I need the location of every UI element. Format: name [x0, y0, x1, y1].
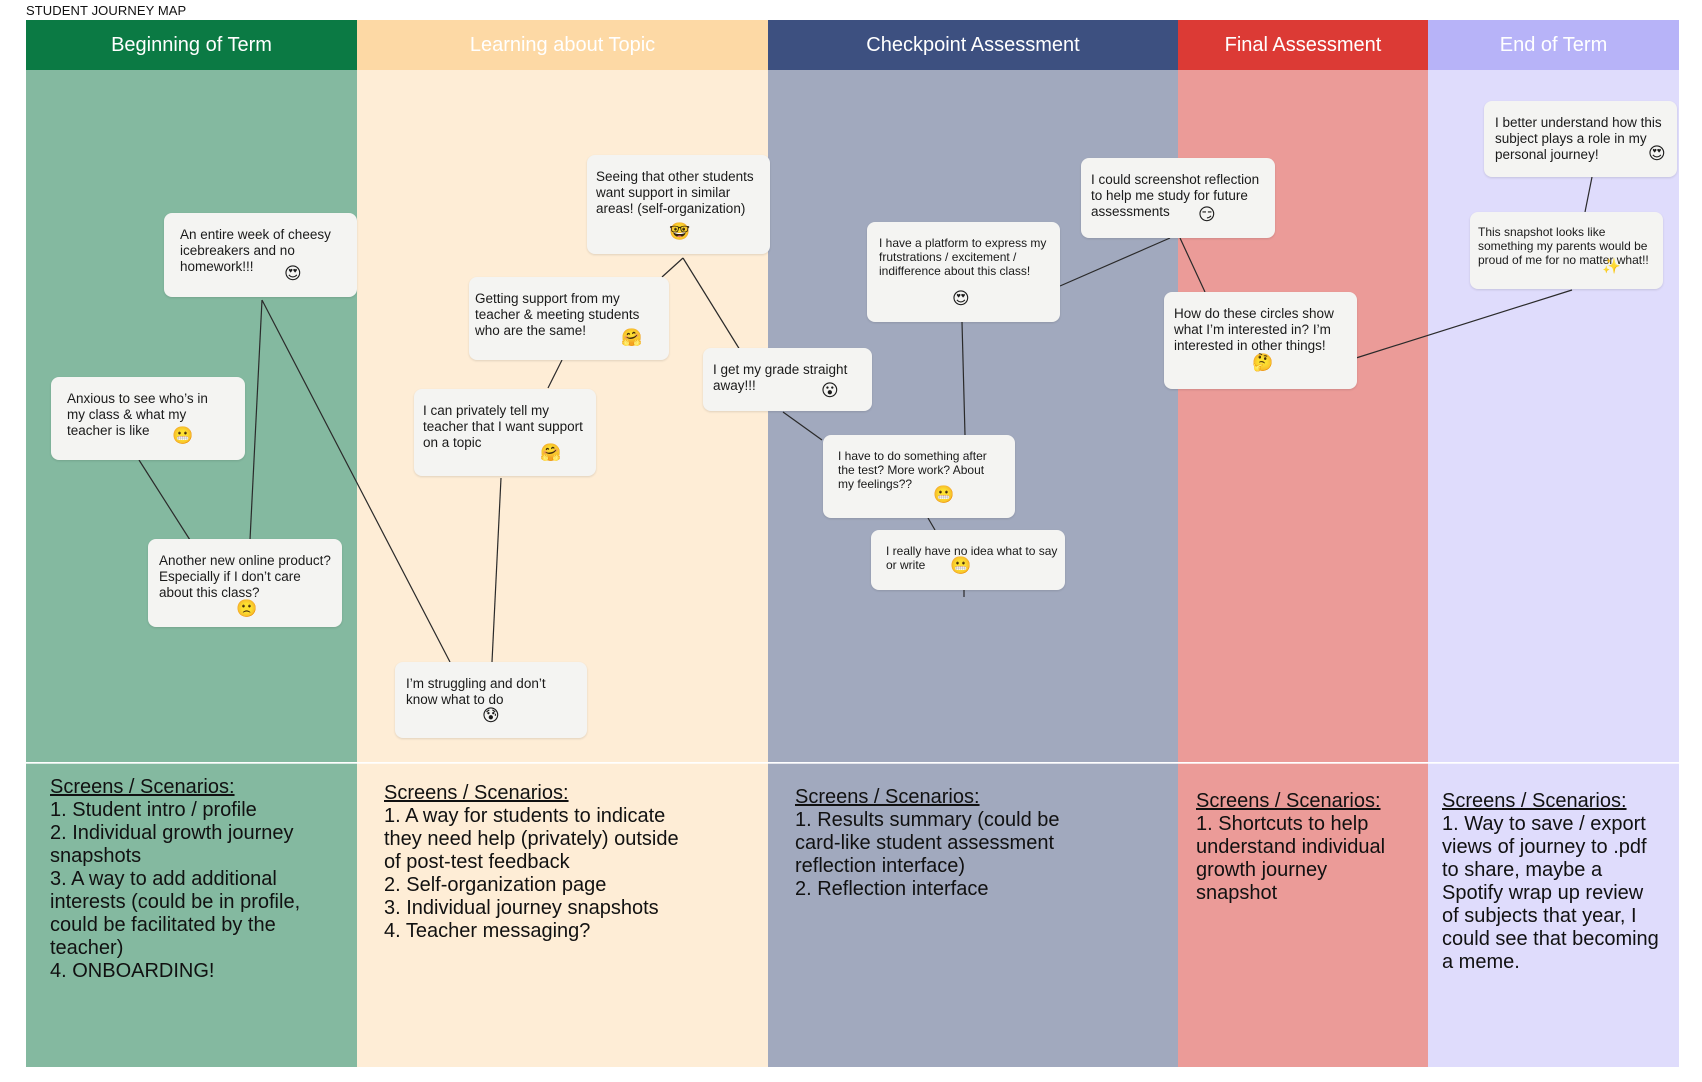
- map-title: STUDENT JOURNEY MAP: [26, 3, 187, 18]
- column-header: End of Term: [1428, 20, 1679, 70]
- card-another-product: Another new online product? Especially i…: [148, 539, 342, 627]
- card-cheesy-icebreakers: An entire week of cheesy icebreakers and…: [164, 213, 357, 297]
- scenarios-list: Screens / Scenarios: 1. Shortcuts to hel…: [1196, 790, 1410, 905]
- card-snapshot-parents-proud: This snapshot looks like something my pa…: [1470, 212, 1663, 289]
- column-header: Beginning of Term: [26, 20, 357, 70]
- card-text: I’m struggling and don’t know what to do: [406, 676, 546, 707]
- hugging-emoji: 🤗: [540, 443, 562, 463]
- scenario-item: 1. Shortcuts to help understand individu…: [1196, 813, 1386, 904]
- scenarios-title: Screens / Scenarios:: [50, 776, 235, 798]
- column-end-of-term: End of Term Screens / Scenarios: 1. Way …: [1428, 20, 1679, 1067]
- scenario-item: 1. Student intro / profile: [50, 799, 257, 821]
- scenarios-title: Screens / Scenarios:: [384, 782, 569, 804]
- scenario-item: 3. Individual journey snapshots: [384, 897, 659, 919]
- card-text: I could screenshot reflection to help me…: [1091, 172, 1260, 219]
- heart-eyes-emoji: 😍: [284, 264, 302, 284]
- column-header: Checkpoint Assessment: [768, 20, 1178, 70]
- slight-frown-emoji: 🙁: [236, 599, 258, 619]
- card-privately-tell-teacher: I can privately tell my teacher that I w…: [414, 389, 596, 476]
- card-text: I get my grade straight away!!!: [713, 362, 848, 393]
- thinking-emoji: 🤔: [1252, 353, 1274, 373]
- card-circles-interests: How do these circles show what I’m inter…: [1164, 292, 1357, 389]
- grimace-emoji: 😬: [950, 556, 972, 576]
- scenarios-title: Screens / Scenarios:: [1196, 790, 1381, 812]
- card-text: Another new online product? Especially i…: [159, 553, 331, 600]
- card-text: Getting support from my teacher & meetin…: [475, 291, 640, 338]
- anxious-sweat-emoji: 😰: [482, 706, 500, 726]
- scenarios-panel: Screens / Scenarios: 1. Way to save / ex…: [1428, 763, 1679, 1067]
- card-text: How do these circles show what I’m inter…: [1174, 306, 1334, 353]
- scenario-item: 2. Individual growth journey snapshots: [50, 822, 294, 867]
- card-no-idea-what-to-say: I really have no idea what to say or wri…: [871, 530, 1065, 590]
- grimace-emoji: 😬: [933, 485, 955, 505]
- card-screenshot-reflection: I could screenshot reflection to help me…: [1081, 158, 1275, 238]
- nerd-emoji: 🤓: [669, 222, 691, 242]
- scenarios-list: Screens / Scenarios: 1. A way for studen…: [384, 782, 698, 943]
- scenarios-list: Screens / Scenarios: 1. Way to save / ex…: [1442, 790, 1663, 974]
- scenario-item: 4. ONBOARDING!: [50, 960, 215, 982]
- card-text: I have to do something after the test? M…: [838, 449, 987, 491]
- scenarios-panel: Screens / Scenarios: 1. Results summary …: [768, 763, 1178, 1067]
- scenarios-title: Screens / Scenarios:: [795, 786, 980, 808]
- scenarios-panel: Screens / Scenarios: 1. A way for studen…: [357, 763, 768, 1067]
- hugging-emoji: 🤗: [621, 328, 643, 348]
- scenario-item: 2. Self-organization page: [384, 874, 607, 896]
- card-text: Seeing that other students want support …: [596, 169, 754, 216]
- column-header: Learning about Topic: [357, 20, 768, 70]
- heart-eyes-emoji: 😍: [952, 289, 970, 309]
- scenario-item: 3. A way to add additional interests (co…: [50, 868, 301, 959]
- card-text: An entire week of cheesy icebreakers and…: [180, 227, 331, 274]
- sparkles-emoji: ✨: [1602, 257, 1621, 275]
- scenarios-list: Screens / Scenarios: 1. Results summary …: [795, 786, 1088, 901]
- card-platform-to-express: I have a platform to express my frutstra…: [867, 222, 1060, 322]
- card-struggling: I’m struggling and don’t know what to do…: [395, 662, 587, 738]
- scenarios-list: Screens / Scenarios: 1. Student intro / …: [50, 776, 343, 983]
- heart-eyes-emoji: 😍: [1648, 144, 1666, 164]
- card-text: This snapshot looks like something my pa…: [1478, 225, 1649, 267]
- scenarios-panel: Screens / Scenarios: 1. Student intro / …: [26, 763, 357, 1067]
- smirk-emoji: 😏: [1198, 205, 1216, 225]
- grimace-emoji: 😬: [172, 426, 194, 446]
- card-text: I have a platform to express my frutstra…: [879, 236, 1047, 278]
- card-after-the-test: I have to do something after the test? M…: [823, 435, 1015, 518]
- card-anxious-new-class: Anxious to see who’s in my class & what …: [51, 377, 245, 460]
- card-getting-support: Getting support from my teacher & meetin…: [469, 277, 669, 360]
- surprised-emoji: 😮: [821, 381, 839, 401]
- card-text: I really have no idea what to say or wri…: [886, 544, 1058, 572]
- card-text: Anxious to see who’s in my class & what …: [67, 391, 208, 438]
- card-text: I better understand how this subject pla…: [1495, 115, 1662, 162]
- card-better-understand: I better understand how this subject pla…: [1484, 101, 1677, 177]
- scenario-item: 4. Teacher messaging?: [384, 920, 591, 942]
- card-seeing-other-students: Seeing that other students want support …: [587, 155, 770, 254]
- scenario-item: 1. A way for students to indicate they n…: [384, 805, 679, 873]
- scenario-item: 2. Reflection interface: [795, 878, 989, 900]
- card-text: I can privately tell my teacher that I w…: [423, 403, 583, 450]
- scenarios-title: Screens / Scenarios:: [1442, 790, 1627, 812]
- card-grade-straight-away: I get my grade straight away!!! 😮: [703, 348, 872, 411]
- scenarios-panel: Screens / Scenarios: 1. Shortcuts to hel…: [1178, 763, 1428, 1067]
- column-body: [1428, 70, 1679, 762]
- scenario-item: 1. Way to save / export views of journey…: [1442, 813, 1659, 973]
- scenario-item: 1. Results summary (could be card-like s…: [795, 809, 1060, 877]
- column-header: Final Assessment: [1178, 20, 1428, 70]
